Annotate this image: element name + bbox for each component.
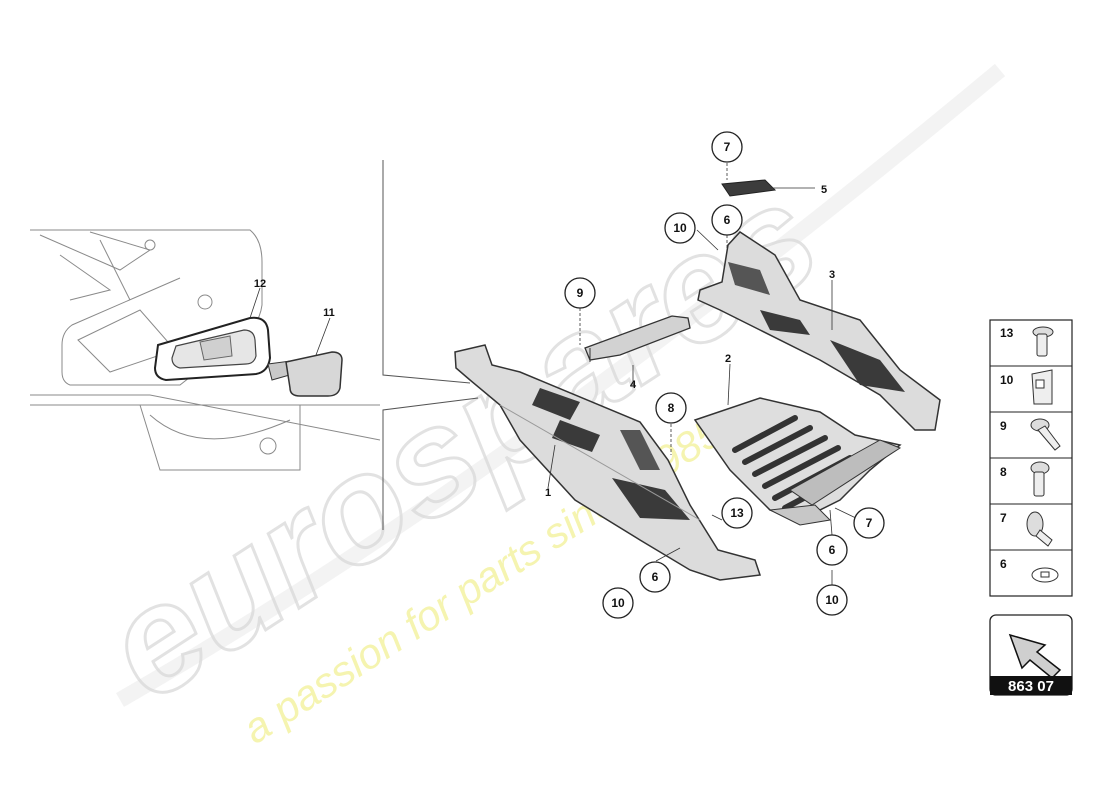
circle-label: 9 <box>577 286 584 300</box>
circle-callout-10-right: 10 <box>816 584 848 616</box>
direction-arrow-icon <box>1008 633 1062 680</box>
leader-lines <box>382 160 479 530</box>
circle-callout-6-right: 6 <box>816 534 848 566</box>
legend-number: 10 <box>1000 373 1014 387</box>
circle-label: 6 <box>652 570 659 584</box>
screw-flange-icon <box>1032 326 1054 357</box>
reference-code: 863 07 <box>1008 678 1054 695</box>
part-5 <box>721 179 777 197</box>
callout-labels: 1 2 3 4 5 11 12 <box>254 184 835 499</box>
legend-number: 8 <box>1000 465 1007 479</box>
circle-label: 10 <box>673 221 687 235</box>
circle-callout-10-left: 10 <box>602 587 634 619</box>
part-2-cover <box>693 397 902 526</box>
legend-number: 7 <box>1000 511 1007 525</box>
circle-label: 7 <box>724 140 731 154</box>
circle-label: 8 <box>668 401 675 415</box>
fastener-legend: 13 10 9 8 <box>989 319 1073 597</box>
callout-1: 1 <box>545 487 551 499</box>
screw-icon <box>1030 418 1061 451</box>
legend-row-7: 7 <box>1000 511 1053 547</box>
part-11-cover <box>267 351 343 397</box>
legend-row-10: 10 <box>1000 369 1053 405</box>
circle-callout-13: 13 <box>721 497 753 529</box>
circle-label: 10 <box>611 596 625 610</box>
circle-callout-9: 9 <box>564 277 596 309</box>
part-3-trim <box>697 231 941 431</box>
vehicle-inset <box>30 229 381 471</box>
callout-5: 5 <box>821 184 827 196</box>
circle-label: 6 <box>829 543 836 557</box>
callout-3: 3 <box>829 269 835 281</box>
legend-row-6: 6 <box>1000 557 1059 583</box>
legend-number: 13 <box>1000 326 1014 340</box>
circle-callout-7-top: 7 <box>711 131 743 163</box>
circle-callout-6-left: 6 <box>639 561 671 593</box>
part-12-bezel <box>153 316 272 382</box>
circle-label: 13 <box>730 506 744 520</box>
callout-11: 11 <box>323 307 335 319</box>
callout-2: 2 <box>725 353 731 365</box>
circle-label: 10 <box>825 593 839 607</box>
circle-callout-7-right: 7 <box>853 507 885 539</box>
part-1-trim <box>454 344 762 581</box>
circle-label: 6 <box>724 213 731 227</box>
reference-box: 863 07 <box>989 614 1073 696</box>
circle-callout-8: 8 <box>655 392 687 424</box>
legend-number: 9 <box>1000 419 1007 433</box>
circle-callout-10-top: 10 <box>664 212 696 244</box>
circle-callout-6-top: 6 <box>711 204 743 236</box>
part-4 <box>584 315 691 362</box>
callout-12: 12 <box>254 278 266 290</box>
legend-row-8: 8 <box>1000 461 1050 497</box>
legend-row-9: 9 <box>1000 418 1061 451</box>
clip-nut-icon <box>1031 369 1053 405</box>
legend-number: 6 <box>1000 557 1007 571</box>
callout-4: 4 <box>630 379 637 391</box>
fastener-callouts: 7 6 10 9 8 13 6 10 <box>564 131 885 619</box>
circle-label: 7 <box>866 516 873 530</box>
expanding-rivet-icon <box>1026 511 1053 547</box>
washer-icon <box>1031 567 1059 583</box>
callout-leaders <box>249 163 861 585</box>
legend-row-13: 13 <box>1000 326 1054 357</box>
screw-icon <box>1030 461 1050 497</box>
